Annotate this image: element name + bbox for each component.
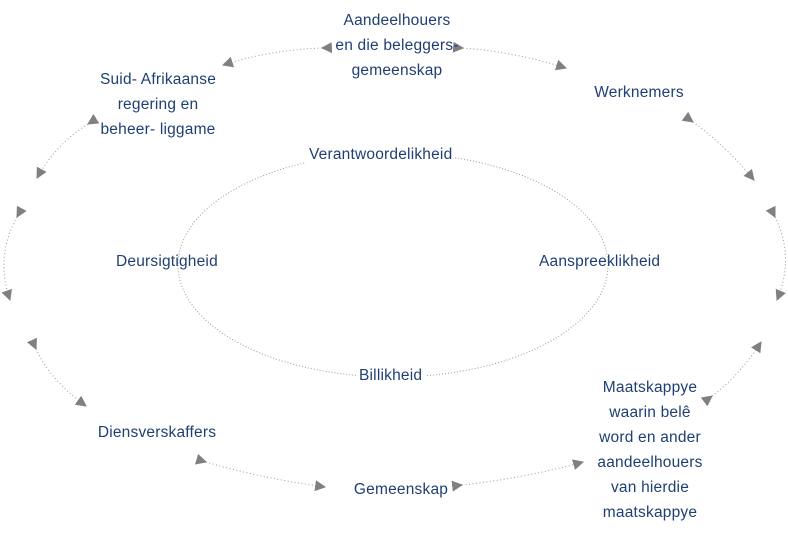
stakeholder-community: Gemeenskap bbox=[353, 481, 449, 498]
stakeholder-investee-companies: Maatskappye waarin belê word en ander aa… bbox=[597, 379, 703, 521]
stakeholder-service-providers: Diensverskaffers bbox=[97, 424, 217, 441]
connector-employees-right bbox=[681, 111, 755, 181]
stakeholder-government: Suid- Afrikaanse regering en beheer- lig… bbox=[99, 71, 217, 138]
connector-investees-right bbox=[700, 341, 762, 407]
connector-left-arc bbox=[1, 205, 27, 302]
core-value-top: Verantwoordelikheid bbox=[306, 145, 456, 165]
stakeholder-shareholders: Aandeelhouers en die beleggers- gemeensk… bbox=[335, 12, 459, 79]
connector-service-providers-community bbox=[194, 453, 327, 492]
connector-shareholders-government bbox=[221, 42, 333, 68]
connector-left-service-providers bbox=[26, 337, 87, 407]
connector-shareholders-employees bbox=[452, 41, 568, 71]
connector-government-left bbox=[36, 114, 100, 179]
connector-right-arc bbox=[765, 205, 786, 302]
connector-community-investees bbox=[451, 459, 585, 492]
stakeholder-employees: Werknemers bbox=[594, 84, 684, 101]
core-value-bottom: Billikheid bbox=[356, 366, 426, 386]
core-value-right: Aanspreeklikheid bbox=[539, 253, 661, 270]
core-value-left: Deursigtigheid bbox=[116, 253, 218, 270]
